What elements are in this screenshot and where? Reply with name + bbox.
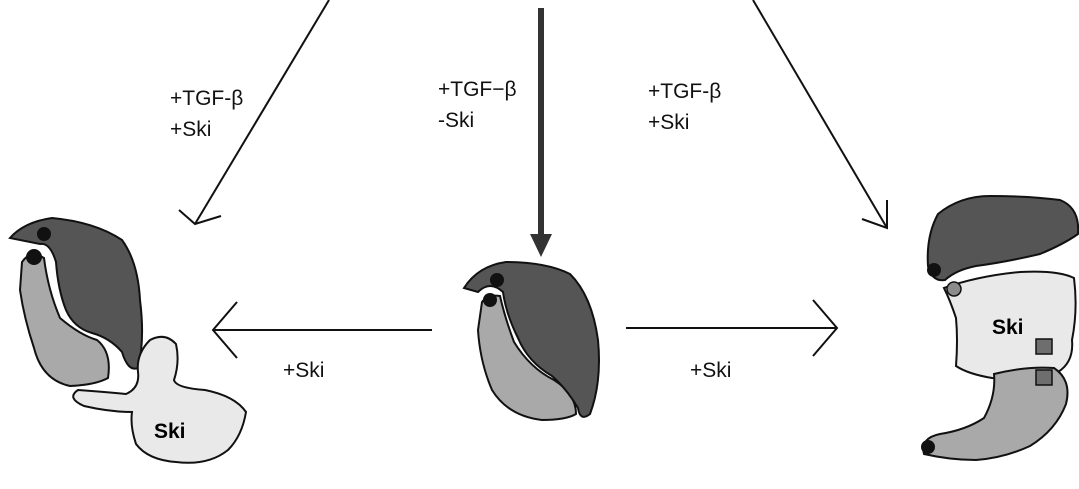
left-horizontal-label: +Ski	[283, 359, 324, 382]
left-horizontal-arrow	[213, 302, 432, 358]
right-site-dot-bottom	[921, 440, 935, 454]
left-arrow-label-tgfb: +TGF-β	[170, 87, 243, 110]
left-ski-label: Ski	[154, 420, 186, 443]
right-complex: Ski	[921, 196, 1078, 460]
right-dark-subunit	[928, 196, 1078, 280]
left-complex: Ski	[10, 218, 246, 463]
center-arrow-label-ski: -Ski	[438, 109, 474, 132]
center-arrow-label-tgfb: +TGF−β	[438, 78, 517, 101]
right-site-square-bottom	[1036, 370, 1052, 385]
left-site-dot-top	[37, 227, 51, 241]
right-site-dot-grey	[947, 282, 961, 296]
center-vertical-arrow	[530, 8, 552, 257]
right-diagonal-arrow	[753, 0, 887, 228]
left-site-dot-bottom	[26, 249, 42, 265]
right-site-square-top	[1036, 339, 1052, 354]
center-site-dot-top	[490, 273, 504, 287]
right-arrow-label-ski: +Ski	[648, 111, 689, 134]
right-site-dot-black	[927, 263, 941, 277]
center-site-dot-bottom	[483, 293, 497, 307]
right-horizontal-label: +Ski	[690, 359, 731, 382]
right-arrow-label-tgfb: +TGF-β	[648, 80, 721, 103]
center-complex	[464, 262, 599, 420]
right-horizontal-arrow	[626, 300, 837, 356]
right-ski-label: Ski	[992, 316, 1024, 339]
left-arrow-label-ski: +Ski	[170, 118, 211, 141]
left-diagonal-arrow	[179, 0, 329, 224]
